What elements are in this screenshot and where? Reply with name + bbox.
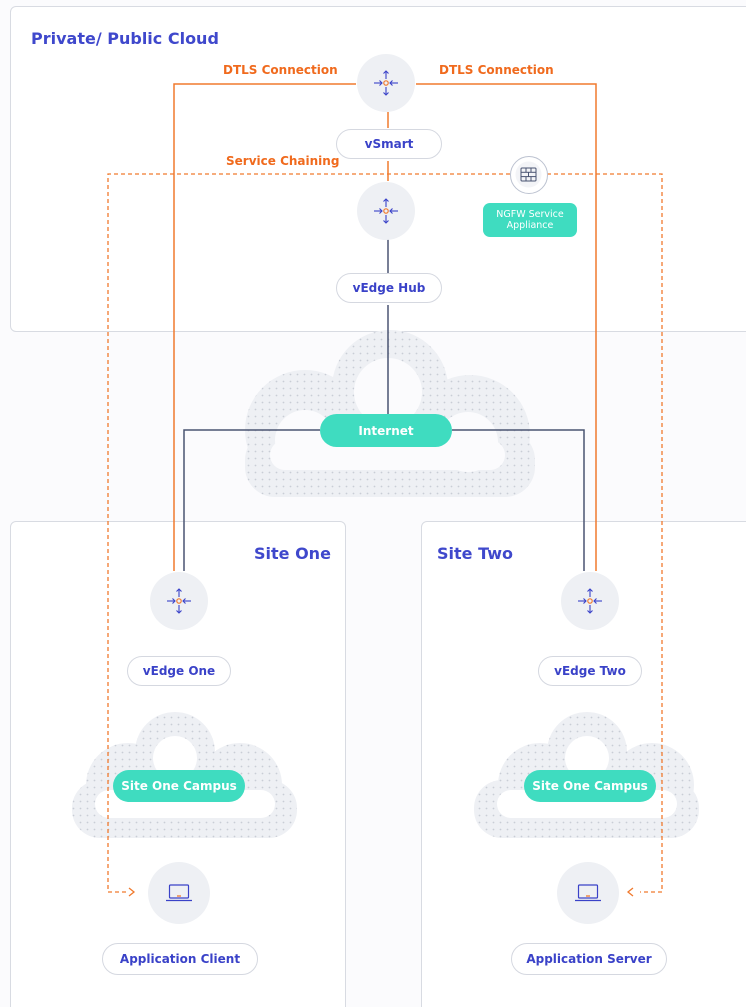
site-two-campus-node[interactable]: Site One Campus (524, 770, 656, 802)
service-chaining-path (107, 173, 663, 893)
dtls-connection-left-label: DTLS Connection (223, 63, 338, 77)
firewall-icon[interactable] (510, 156, 548, 194)
ngfw-label-line2: Appliance (506, 220, 554, 231)
ngfw-label-line1: NGFW Service (496, 209, 564, 220)
vsmart-label: vSmart (336, 129, 442, 159)
application-server-label: Application Server (511, 943, 667, 975)
site-two-title: Site Two (437, 544, 514, 563)
application-client-laptop-icon[interactable] (148, 862, 210, 924)
cloud-panel-title: Private/ Public Cloud (31, 29, 219, 48)
service-chaining-label: Service Chaining (226, 154, 340, 168)
vsmart-router-icon[interactable] (357, 54, 415, 112)
vedge-one-label: vEdge One (127, 656, 231, 686)
application-server-laptop-icon[interactable] (557, 862, 619, 924)
internet-node[interactable]: Internet (320, 414, 452, 447)
site-one-title: Site One (254, 544, 331, 563)
dtls-links (173, 83, 597, 571)
arrow-heads (128, 887, 634, 897)
vedge-hub-label: vEdge Hub (336, 273, 442, 303)
dtls-connection-right-label: DTLS Connection (439, 63, 554, 77)
vedge-two-router-icon[interactable] (561, 572, 619, 630)
vedge-two-label: vEdge Two (538, 656, 642, 686)
application-client-label: Application Client (102, 943, 258, 975)
ngfw-service-appliance[interactable]: NGFW Service Appliance (483, 203, 577, 237)
vedge-hub-router-icon[interactable] (357, 182, 415, 240)
vedge-one-router-icon[interactable] (150, 572, 208, 630)
site-one-campus-node[interactable]: Site One Campus (113, 770, 245, 802)
network-links (183, 236, 585, 571)
